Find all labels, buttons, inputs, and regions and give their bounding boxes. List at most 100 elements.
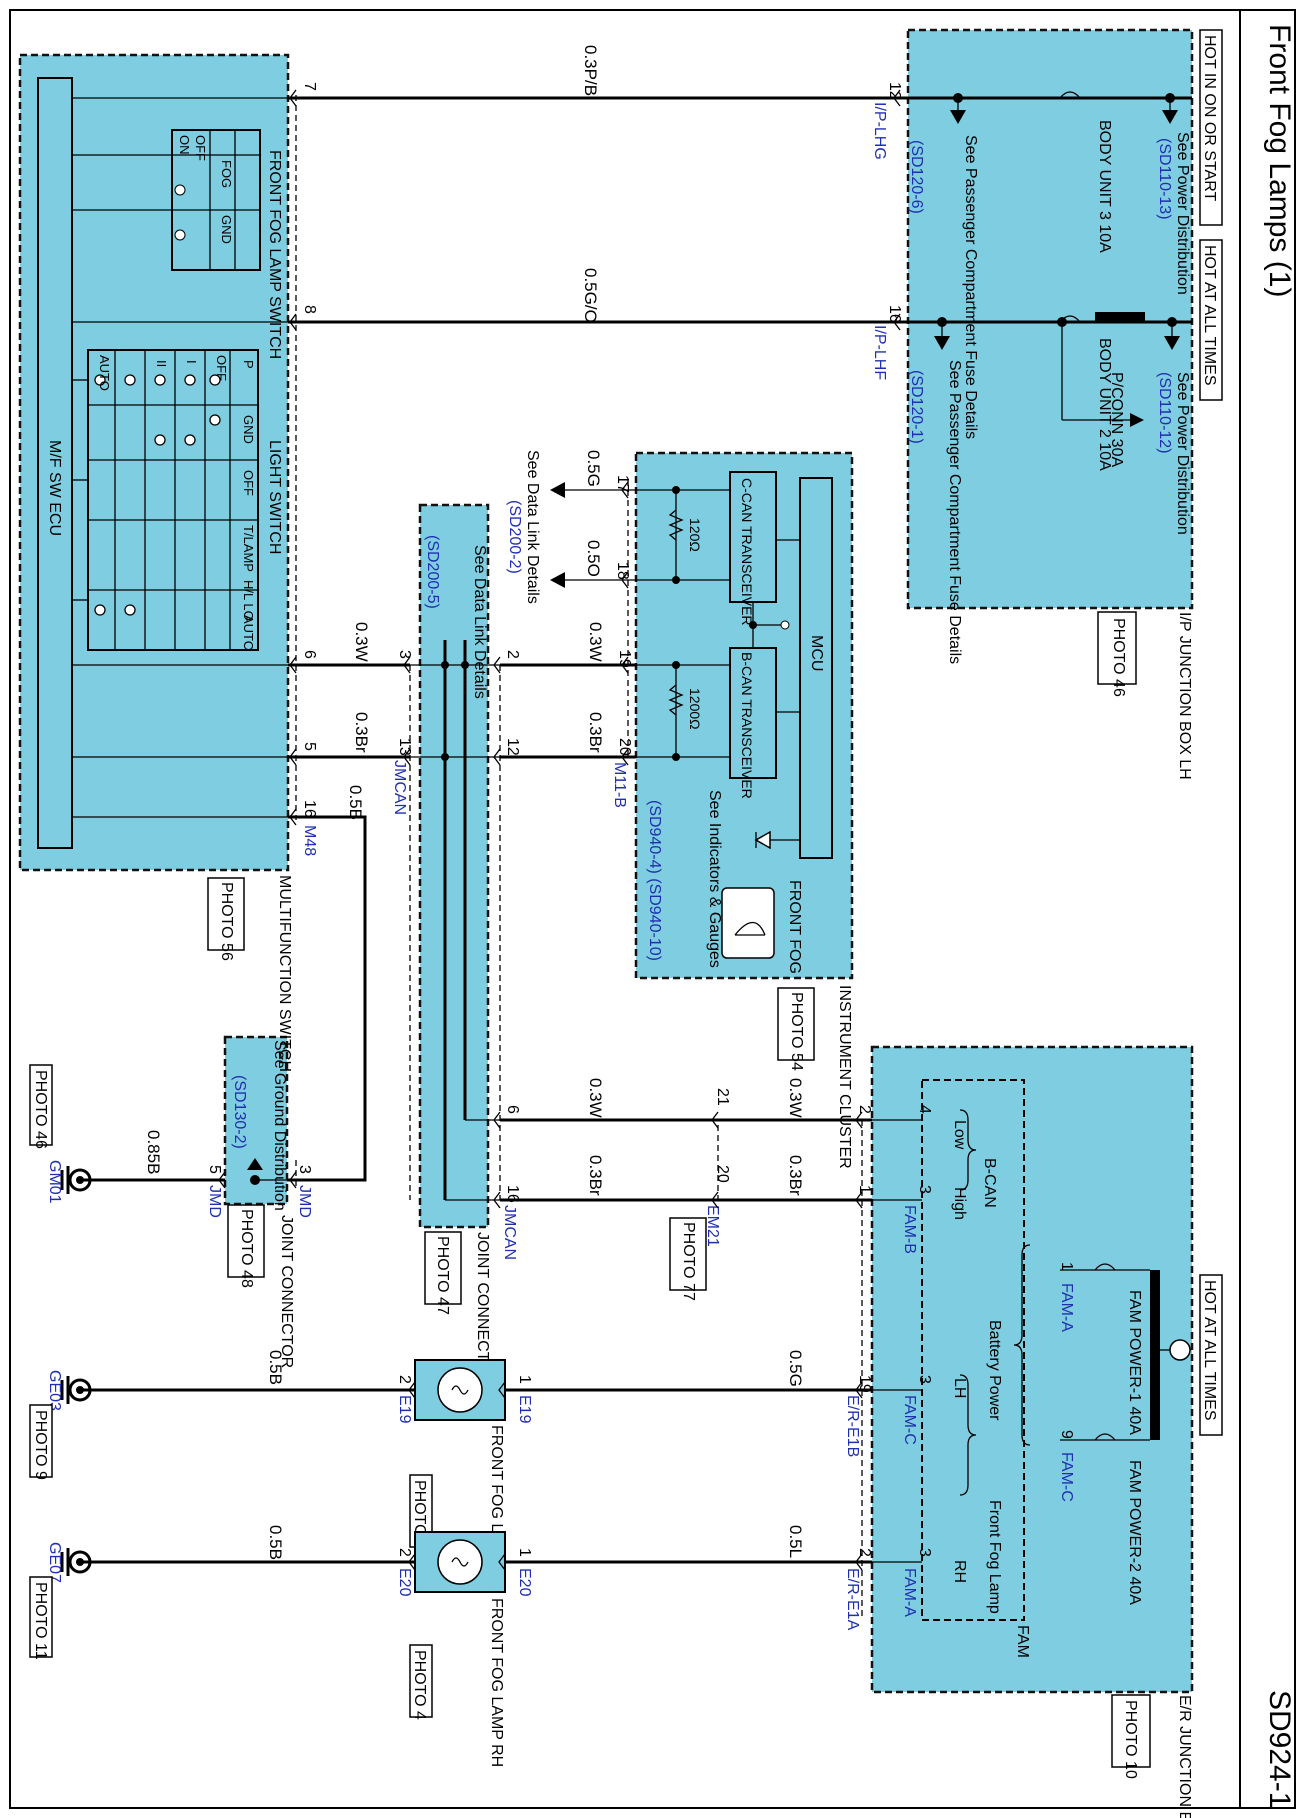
pin-20-ic: 20: [616, 738, 633, 756]
wire-label-0-3br-d: 0.3Br: [786, 1155, 805, 1196]
mf-ecu-bar: [37, 77, 73, 849]
ground-gm01: GM01: [46, 1160, 63, 1204]
conn-ip-lhg: I/P-LHG: [871, 102, 888, 160]
fam-label: FAM: [1014, 1625, 1031, 1658]
conn-m11b: M11-B: [611, 762, 628, 808]
high-label: High: [951, 1187, 968, 1220]
mcu-block: [799, 477, 833, 859]
fog-lamp-rh-photo: PHOTO 4: [411, 1650, 428, 1720]
pin-12-ip: 12: [886, 82, 903, 100]
pin-16-ip: 16: [886, 305, 903, 323]
pin-13-jmcan: 13: [396, 738, 413, 756]
light-col-off: OFF: [241, 470, 256, 496]
svg-text:P/CONN 30A: P/CONN 30A: [1108, 372, 1125, 467]
conn-m48: M48: [301, 825, 318, 856]
see-pass-2-ref[interactable]: (SD120-1): [908, 370, 925, 444]
pin-2-rh: 2: [396, 1548, 413, 1557]
wire-label-0-5l-rh: 0.5L: [786, 1525, 805, 1558]
wire-label-0-3br-c: 0.3Br: [586, 1155, 605, 1196]
jmcan-photo: PHOTO 47: [434, 1236, 451, 1315]
ic-see-data: See Data Link Details: [524, 450, 541, 604]
fam-power2: FAM POWER-2 40A: [1126, 1460, 1143, 1605]
pin-8-mf: 8: [301, 305, 318, 314]
jmcan-connector: [418, 503, 490, 1229]
front-fog-label: FRONT FOG: [786, 880, 803, 974]
see-indicators-ref[interactable]: (SD940-4) (SD940-10): [646, 800, 663, 961]
conn-e19-a: E19: [516, 1395, 533, 1424]
jmcan-name: JOINT CONNECTOR: [474, 1232, 491, 1385]
light-col-gnd: GND: [241, 415, 256, 444]
pin-2-lh: 2: [396, 1375, 413, 1384]
pin-5-jmd: 5: [206, 1165, 223, 1174]
conn-er-e1a: E/R-E1A: [844, 1568, 861, 1631]
conn-e20-b: E20: [396, 1568, 413, 1597]
light-switch-table: [87, 349, 259, 651]
pin-21-em21: 21: [714, 1088, 731, 1106]
mf-switch-photo: PHOTO 56: [218, 882, 235, 961]
wire-0-5b-m48: [287, 815, 367, 1182]
see-power-2-ref[interactable]: (SD110-12): [1156, 372, 1173, 454]
conn-er-e1b: E/R-E1B: [844, 1395, 861, 1457]
rh-label: RH: [951, 1560, 968, 1583]
pin-20-em21: 20: [714, 1165, 731, 1183]
conn-jmcan-a: JMCAN: [391, 760, 408, 815]
pin-3-jmd: 3: [296, 1165, 313, 1174]
hot-in-on-start-box: [1199, 29, 1223, 226]
pin-2-er: 2: [856, 1105, 873, 1114]
pconn-label: P/CONN 30A: [1108, 372, 1125, 467]
fog-col-fog: FOG: [219, 160, 234, 188]
pin-3-fam-c: 3: [916, 1375, 933, 1384]
led-icon: [754, 830, 771, 850]
jmd-see-ground-ref[interactable]: (SD130-2): [231, 1075, 248, 1149]
pin-16-mf: 16: [301, 800, 318, 818]
hot-at-all-times-er-box: [1199, 1274, 1223, 1436]
light-row-i: I: [184, 360, 199, 364]
mf-switch-name: MULTIFUNCTION SWITCH: [276, 875, 293, 1072]
pin-17-ic: 17: [614, 475, 631, 493]
wire-label-0-3w-b: 0.3W: [586, 622, 605, 662]
conn-fam-c-1: FAM-C: [1058, 1452, 1075, 1502]
fog-switch-label: FRONT FOG LAMP SWITCH: [266, 150, 283, 359]
ic-see-data-ref[interactable]: (SD200-2): [506, 500, 523, 574]
wire-label-0-5g-lh: 0.5G: [786, 1350, 805, 1387]
see-pass-1-ref[interactable]: (SD120-6): [908, 140, 925, 214]
er-box-photo: PHOTO 10: [1122, 1700, 1139, 1779]
ground-ge07-photo: PHOTO 11: [32, 1582, 49, 1660]
ground-gm01-photo: PHOTO 46: [32, 1070, 49, 1149]
pin-2-jmcan: 2: [504, 650, 521, 659]
conn-fam-a-1: FAM-A: [1058, 1283, 1075, 1332]
pin-5-mf: 5: [301, 742, 318, 751]
svg-text:BODY UNIT 3 10A: BODY UNIT 3 10A: [1096, 120, 1113, 253]
wire-label-0-3w-d: 0.3W: [786, 1078, 805, 1118]
see-indicators: See Indicators & Gauges: [706, 790, 723, 968]
pin-1-lh: 1: [516, 1375, 533, 1384]
light-col-p: P: [241, 360, 256, 369]
front-fog-lamp-er: Front Fog Lamp: [986, 1500, 1003, 1614]
ip-box-photo: PHOTO 46: [1110, 618, 1127, 697]
resistor-120: 120Ω: [687, 518, 703, 552]
wire-label-0-3w-a: 0.3W: [352, 622, 371, 662]
jmcan-see-data: See Data Link Details: [471, 545, 488, 699]
conn-jmcan-b: JMCAN: [501, 1205, 518, 1260]
jmd-photo: PHOTO 48: [238, 1209, 255, 1288]
low-label: Low: [951, 1120, 968, 1150]
jmcan-see-data-ref[interactable]: (SD200-5): [424, 535, 441, 609]
pin-7-mf: 7: [301, 82, 318, 91]
wire-label-0-85b: 0.85B: [144, 1130, 163, 1174]
light-row-auto: AUTO: [97, 355, 112, 391]
diagram-frame: [9, 9, 1296, 1809]
conn-fam-b: FAM-B: [901, 1205, 918, 1254]
bcan-label: B-CAN TRANSCEIVER: [739, 652, 755, 799]
light-col-hllo: H/L LO: [241, 580, 256, 621]
see-power-1-ref[interactable]: (SD110-13): [1156, 138, 1173, 220]
bcan-er: B-CAN: [981, 1158, 998, 1208]
ccan-transceiver: [729, 471, 777, 603]
ground-ge03-photo: PHOTO 9: [32, 1410, 49, 1480]
er-box-name: E/R JUNCTION BOX: [1176, 1695, 1193, 1818]
em21-photo: PHOTO 77: [680, 1222, 697, 1301]
mf-ecu-label: M/F SW ECU: [46, 440, 63, 536]
fog-lamp-rh-name: FRONT FOG LAMP RH: [488, 1598, 505, 1767]
pin-3-fam-b: 3: [916, 1185, 933, 1194]
wire-label-0-3br-a: 0.3Br: [352, 712, 371, 753]
er-busbar: [1150, 1270, 1160, 1440]
